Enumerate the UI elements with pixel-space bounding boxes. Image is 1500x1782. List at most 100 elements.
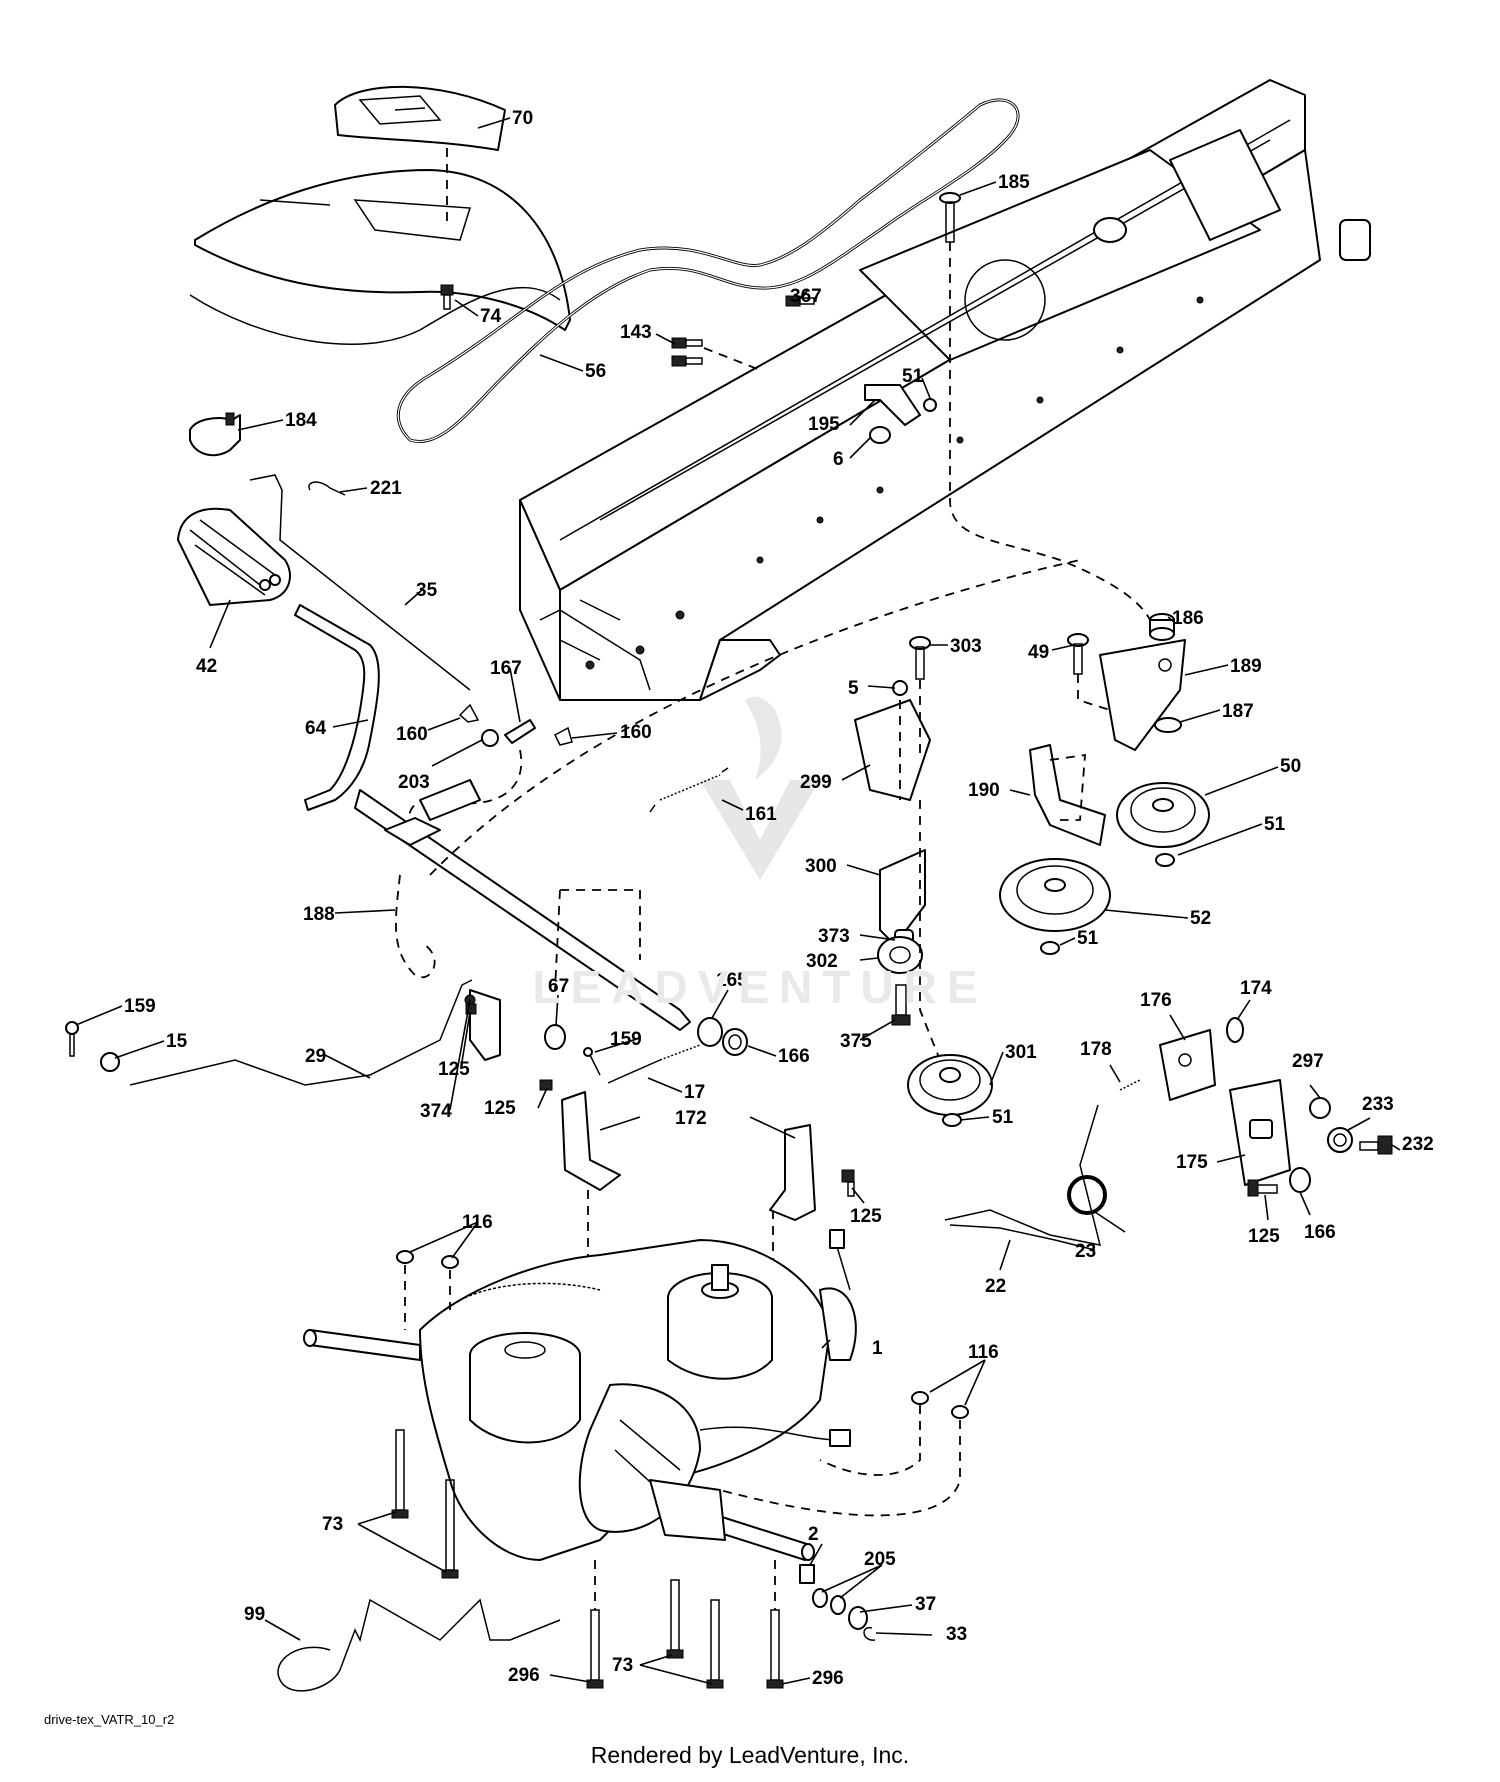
washer-166-mid: [722, 1028, 748, 1056]
pedal-arm-64: [294, 604, 380, 811]
bypass-rod: [699, 1426, 851, 1447]
idler-bracket-300: [879, 849, 926, 946]
callout-29: 29: [305, 1046, 326, 1067]
transaxle-1: [419, 1229, 857, 1561]
bolt-125-left: [465, 1003, 477, 1015]
callout-205: 205: [864, 1549, 896, 1570]
callout-35: 35: [416, 580, 438, 601]
callout-233: 233: [1362, 1094, 1394, 1115]
nut-116-right-b: [951, 1405, 969, 1419]
screw-143: [671, 337, 703, 367]
pedal-cap-184: [189, 412, 241, 457]
callout-64: 64: [305, 718, 327, 739]
bracket-190: [1029, 744, 1106, 846]
brake-rod-dash: [408, 749, 523, 831]
bolt-49-dash: [1077, 674, 1111, 711]
nut-116-left-b: [441, 1255, 459, 1269]
idler-arm-299: [854, 699, 931, 801]
callout-195: 195: [808, 414, 840, 435]
bracket-175: [1229, 1079, 1291, 1186]
idler-arm-dash: [899, 680, 921, 800]
callout-143: 143: [620, 322, 652, 343]
callout-125-172: 125: [850, 1206, 882, 1227]
callout-302: 302: [806, 951, 838, 972]
callout-6: 6: [833, 449, 844, 470]
drawing-id: drive-tex_VATR_10_r2: [44, 1712, 175, 1727]
pulley-50: [1116, 782, 1210, 848]
callout-178: 178: [1080, 1039, 1112, 1060]
callout-52: 52: [1190, 908, 1211, 929]
callout-367: 367: [790, 286, 822, 307]
washer-37: [848, 1606, 868, 1630]
watermark-text: LEADVENTURE: [532, 961, 988, 1013]
callout-159-mid: 159: [610, 1029, 642, 1050]
rod-99: [277, 1598, 561, 1692]
callout-125-right: 125: [1248, 1226, 1280, 1247]
callout-374: 374: [420, 1101, 452, 1122]
callout-17: 17: [684, 1082, 705, 1103]
screw-143-dash: [703, 347, 761, 371]
callout-175: 175: [1176, 1152, 1208, 1173]
callout-185: 185: [998, 172, 1030, 193]
callout-49: 49: [1028, 642, 1049, 663]
nut-116-right-a: [911, 1391, 929, 1405]
callout-187: 187: [1222, 701, 1254, 722]
bearing-302: [877, 936, 923, 974]
bracket-195: [864, 384, 921, 426]
spacer-6: [869, 426, 891, 444]
axle-left: [303, 1329, 421, 1361]
washer-187: [1154, 717, 1182, 733]
bolt-125-172: [841, 1169, 855, 1197]
cross-shaft-dash: [395, 874, 436, 978]
bracket-172-right: [769, 1124, 816, 1221]
hairpin-221: [308, 481, 346, 496]
return-dash-long: [429, 559, 1081, 876]
callout-188: 188: [303, 904, 335, 925]
tractor-frame: [519, 79, 1371, 701]
cross-shaft-188: [354, 779, 691, 1031]
callout-2: 2: [808, 1524, 819, 1545]
bushing-165: [697, 1017, 723, 1047]
washer-203: [481, 729, 499, 747]
o-ring-23: [1067, 1175, 1107, 1215]
callout-23: 23: [1075, 1241, 1096, 1262]
callout-299: 299: [800, 772, 832, 793]
drive-belt: [396, 98, 1020, 443]
callout-161: 161: [745, 804, 777, 825]
callout-189: 189: [1230, 656, 1262, 677]
callout-73-bottom: 73: [612, 1655, 633, 1676]
washer-174: [1226, 1017, 1244, 1043]
callout-33: 33: [946, 1624, 967, 1645]
callout-203: 203: [398, 772, 430, 793]
clip-160-left: [458, 703, 480, 723]
callout-165: 165: [716, 970, 748, 991]
spring-161: [649, 767, 729, 813]
callout-221: 221: [370, 478, 402, 499]
callout-172: 172: [675, 1108, 707, 1129]
ring-33: [863, 1626, 876, 1641]
callout-296-right: 296: [812, 1668, 844, 1689]
callout-190: 190: [968, 780, 1000, 801]
bolt-125-right: [1247, 1179, 1278, 1197]
bracket-172-left: [561, 1091, 621, 1191]
idler-arm-189: [1099, 639, 1186, 751]
callout-116-right: 116: [968, 1342, 999, 1363]
screw-367: [785, 295, 815, 307]
callout-22: 22: [985, 1276, 1006, 1297]
render-credit: Rendered by LeadVenture, Inc.: [590, 1742, 910, 1768]
callout-116-left: 116: [462, 1212, 493, 1233]
bracket-176: [1159, 1029, 1216, 1101]
callout-42: 42: [196, 656, 217, 677]
callout-99: 99: [244, 1604, 265, 1625]
callout-174: 174: [1240, 978, 1272, 999]
callout-37: 37: [915, 1594, 936, 1615]
pulley-52: [999, 858, 1111, 932]
idler-pulley-301: [907, 1054, 993, 1116]
callout-167: 167: [490, 658, 522, 679]
link-167: [504, 719, 536, 744]
brake-pedal-42: [177, 507, 291, 606]
callout-373: 373: [818, 926, 850, 947]
washer-67: [544, 1024, 566, 1050]
bolt-73-bottom-b: [706, 1599, 724, 1689]
